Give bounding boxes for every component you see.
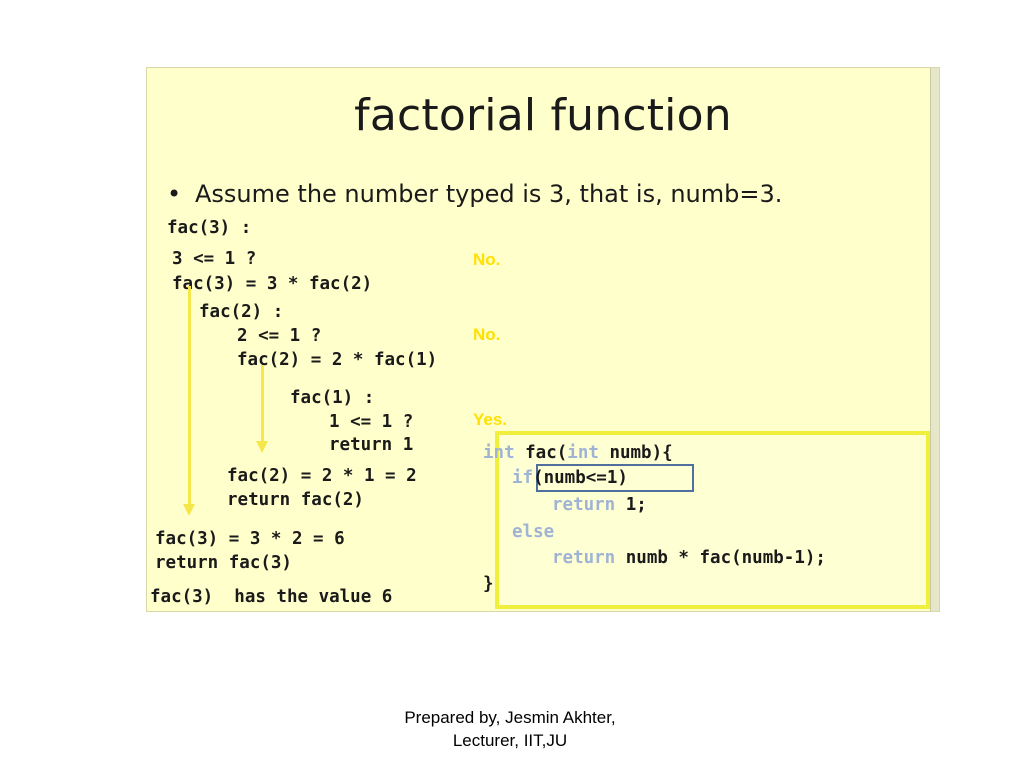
code-box <box>495 431 930 609</box>
arrow-line <box>188 286 191 506</box>
trace-line: 2 <= 1 ? <box>237 326 322 346</box>
trace-line: fac(3) = 3 * 2 = 6 <box>155 529 345 549</box>
answer-yes: Yes. <box>473 410 508 429</box>
trace-line: fac(2) = 2 * fac(1) <box>237 350 438 370</box>
condition-highlight-box <box>536 464 694 492</box>
trace-line: fac(1) : <box>290 388 375 408</box>
slide-image: factorial function • Assume the number ty… <box>146 67 940 612</box>
slide-edge-strip <box>930 68 939 611</box>
code-text: 1; <box>615 495 647 515</box>
trace-line: 1 <= 1 ? <box>329 412 414 432</box>
code-text: fac( <box>514 443 568 463</box>
trace-line: fac(2) = 2 * 1 = 2 <box>227 466 417 486</box>
code-keyword: int <box>483 443 515 463</box>
bullet-text: Assume the number typed is 3, that is, n… <box>195 180 783 208</box>
trace-conclusion: fac(3) has the value 6 <box>150 587 393 607</box>
footer-line: Prepared by, Jesmin Akhter, <box>404 708 616 727</box>
code-line: return 1; <box>552 494 647 516</box>
bullet-line: • Assume the number typed is 3, that is, … <box>167 180 782 208</box>
trace-line: fac(3) : <box>167 218 252 238</box>
slide-title: factorial function <box>354 90 732 141</box>
answer-no: No. <box>473 250 501 269</box>
trace-line: return fac(2) <box>227 490 364 510</box>
code-keyword: int <box>567 443 599 463</box>
code-keyword: else <box>512 522 555 542</box>
footer-line: Lecturer, IIT,JU <box>452 731 568 750</box>
code-keyword: if <box>512 468 534 488</box>
arrow-down-icon <box>183 504 195 516</box>
trace-line: fac(2) : <box>199 302 284 322</box>
code-line: return numb * fac(numb-1); <box>552 547 826 569</box>
code-keyword: return <box>552 548 616 568</box>
code-line: int fac(int numb){ <box>483 442 673 464</box>
trace-line: return fac(3) <box>155 553 292 573</box>
code-line: if(numb<=1) <box>512 467 628 489</box>
code-text: numb){ <box>598 443 673 463</box>
trace-line: fac(3) = 3 * fac(2) <box>172 274 373 294</box>
code-text: (numb<=1) <box>533 468 628 488</box>
code-line: else <box>512 521 554 543</box>
code-text: numb * fac(numb-1); <box>615 548 826 568</box>
code-keyword: return <box>552 495 616 515</box>
trace-line: return 1 <box>329 435 414 455</box>
answer-no: No. <box>473 325 501 344</box>
arrow-down-icon <box>256 441 268 453</box>
footer-credit: Prepared by, Jesmin Akhter, Lecturer, II… <box>360 706 660 752</box>
code-line: } <box>483 574 494 594</box>
trace-line: 3 <= 1 ? <box>172 249 257 269</box>
arrow-line <box>261 365 264 443</box>
bullet-dot-icon: • <box>167 180 182 208</box>
